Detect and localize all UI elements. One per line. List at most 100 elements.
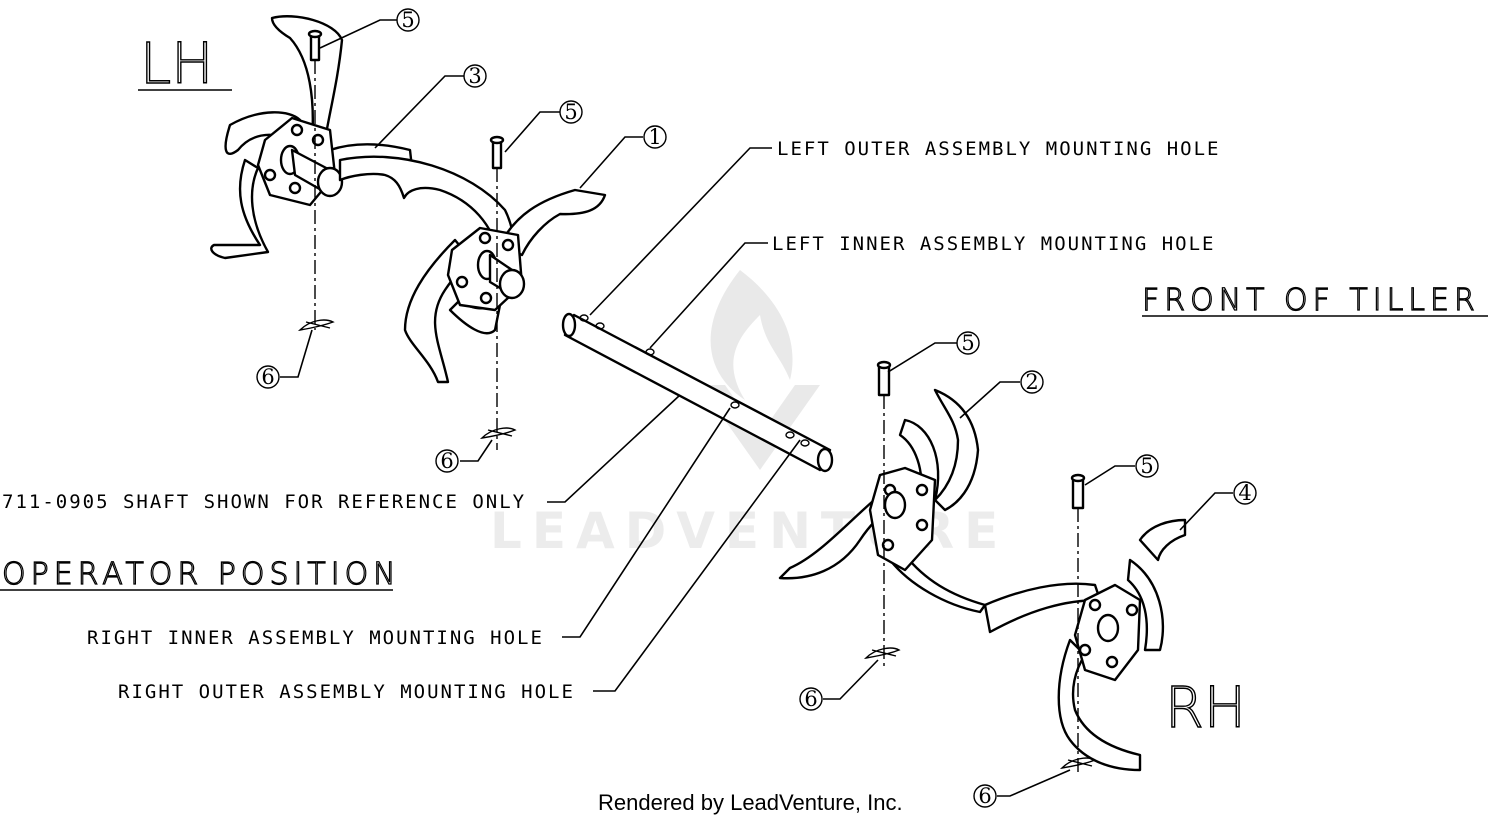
mounting-hole [730, 401, 740, 409]
bolt [915, 518, 929, 532]
hub-tube-end [316, 166, 344, 198]
callout-bubble [956, 331, 980, 355]
bolt [479, 291, 493, 305]
callout-bubble [1135, 454, 1159, 478]
leader-c6b [460, 439, 493, 462]
clevis-pin-rh-inner [877, 363, 891, 397]
bolt [478, 231, 492, 245]
hub-tube-end [883, 490, 907, 520]
callout-5: 5 [564, 100, 577, 124]
right-outer-hole-label: RIGHT OUTER ASSEMBLY MOUNTING HOLE [118, 681, 575, 703]
callout-bubble [643, 125, 667, 149]
tine-outer-rh-upper [1138, 518, 1187, 562]
callout-bubble [1233, 481, 1257, 505]
labels: LH RH FRONT OF TILLER OPERATOR POSITION … [0, 31, 1488, 742]
bolt [881, 538, 895, 552]
bolt [288, 181, 302, 195]
tine-outer-lh-left [224, 111, 302, 155]
callout-6: 6 [804, 687, 817, 711]
callout-1: 1 [648, 125, 661, 149]
rh-tine-assembly [778, 360, 1187, 775]
tine-outer-rh-right [1126, 558, 1165, 652]
leader-c2 [959, 381, 1020, 419]
shaft-end-left [561, 312, 577, 338]
callout-bubble [396, 8, 420, 32]
hairpin-clip-lh-inner [479, 427, 517, 440]
callout-bubble [559, 100, 583, 124]
tine-outer-rh-lower [1057, 638, 1142, 772]
leader-lines [280, 19, 1233, 797]
callout-6: 6 [440, 449, 453, 473]
callout-bubble [435, 449, 459, 473]
callout-5: 5 [961, 331, 974, 355]
leader-c1 [579, 136, 643, 189]
pin-head [1070, 473, 1086, 483]
left-outer-hole-label: LEFT OUTER ASSEMBLY MOUNTING HOLE [777, 138, 1221, 160]
callout-bubble [1020, 370, 1044, 394]
leader-c4 [1179, 492, 1233, 531]
mounting-hole [785, 431, 795, 439]
leader-c6d [997, 769, 1071, 797]
leader-c5a [319, 19, 397, 49]
front-of-tiller-label: FRONT OF TILLER [1142, 283, 1480, 318]
tine-outer-lh-lower [210, 158, 270, 260]
operator-position-label: OPERATOR POSITION [2, 557, 401, 592]
callout-4: 4 [1238, 481, 1251, 505]
rh-label: RH [1165, 676, 1246, 741]
bolt [501, 238, 515, 252]
leader-right-outer-hole [593, 439, 801, 692]
pin-head [489, 135, 505, 145]
leader-c6a [280, 329, 313, 378]
leader-shaft-note [547, 394, 681, 503]
callout-2: 2 [1025, 370, 1038, 394]
leader-c6c [823, 659, 879, 700]
right-inner-hole-label: RIGHT INNER ASSEMBLY MOUNTING HOLE [87, 627, 544, 649]
leader-c5b [504, 111, 560, 153]
callouts: 5 3 5 1 6 6 5 2 5 4 6 6 [256, 8, 1257, 808]
callout-bubble [463, 64, 487, 88]
leader-left-outer-hole [589, 147, 772, 316]
callout-bubble [256, 365, 280, 389]
tine-inner-rh-right [933, 388, 980, 512]
lh-label: LH [140, 32, 213, 97]
leader-c5c [887, 342, 957, 373]
bolt [915, 483, 929, 497]
lh-tine-assembly [210, 15, 607, 450]
callout-bubble [973, 784, 997, 808]
pin-head [307, 29, 323, 39]
bolt [1088, 598, 1102, 612]
shaft-end-right [816, 447, 834, 473]
bolt [455, 275, 469, 289]
tine-middle-lh [338, 155, 515, 260]
callout-6: 6 [261, 365, 274, 389]
leader-right-inner-hole [562, 407, 731, 638]
callout-5: 5 [1140, 454, 1153, 478]
mounting-hole [645, 348, 655, 356]
mounting-hole [579, 314, 589, 322]
callout-3: 3 [468, 64, 481, 88]
left-inner-hole-label: LEFT INNER ASSEMBLY MOUNTING HOLE [772, 233, 1216, 255]
bolt [263, 168, 277, 182]
footer-credit: Rendered by LeadVenture, Inc. [598, 790, 903, 815]
mounting-hole [800, 439, 810, 447]
hairpin-clip-rh-outer [1059, 757, 1097, 770]
callout-6: 6 [978, 784, 991, 808]
hub-tube-end [1096, 613, 1120, 643]
callout-5: 5 [401, 8, 414, 32]
clevis-pin-lh-outer [309, 33, 321, 62]
mounting-hole [595, 322, 605, 330]
leader-c5d [1084, 465, 1135, 486]
hub-tube-end [498, 268, 526, 300]
bolt [1078, 643, 1092, 657]
tine-inner-rh-lower [888, 553, 987, 614]
tine-inner-lh-upper [498, 188, 607, 257]
bolt [1105, 655, 1119, 669]
hairpin-clip-rh-inner [863, 647, 901, 660]
pin-head [876, 360, 892, 370]
bolt [290, 123, 304, 137]
bolt [1125, 603, 1139, 617]
hairpin-clip-lh-outer [297, 319, 335, 332]
leader-left-inner-hole [649, 242, 768, 349]
clevis-pin-rh-outer [1071, 476, 1085, 510]
